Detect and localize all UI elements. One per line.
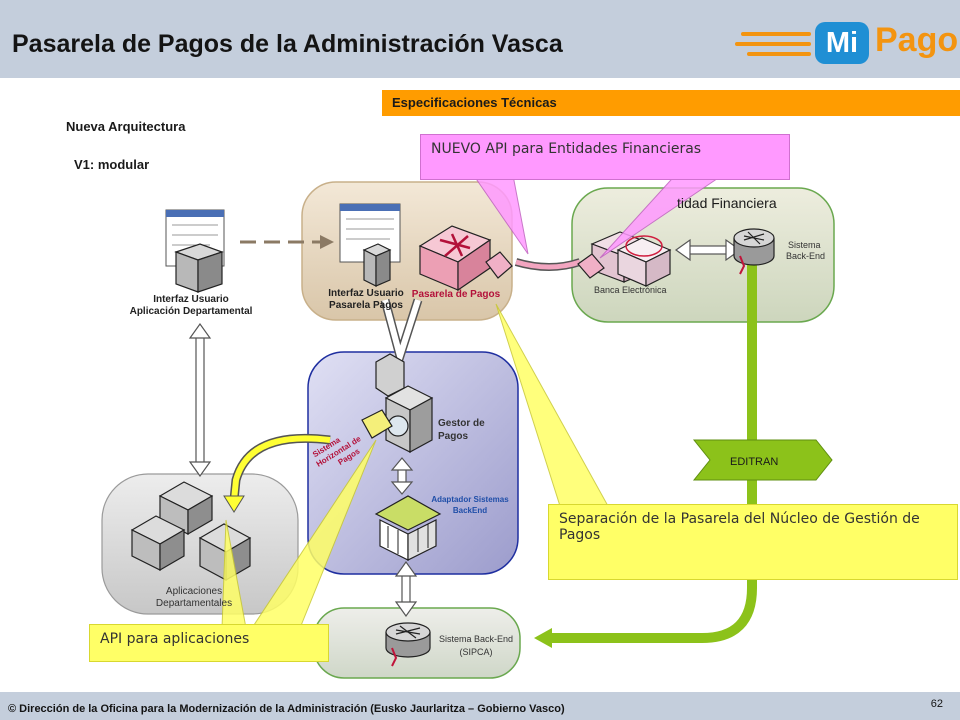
architecture-diagram: EDITRAN xyxy=(101,169,835,679)
bank-plug-icon xyxy=(577,253,605,279)
spec-bar-label: Especificaciones Técnicas xyxy=(392,95,557,110)
sipca-label-2: (SIPCA) xyxy=(459,647,492,657)
editran-arrow xyxy=(548,265,757,643)
adaptador-label-2: BackEnd xyxy=(453,506,487,515)
logo-pago: Pago xyxy=(875,21,959,59)
bank-server-icon xyxy=(590,231,672,287)
footer-bar: © Dirección de la Oficina para la Modern… xyxy=(0,692,960,720)
router-icon xyxy=(733,228,775,275)
gestor-pagos-icon xyxy=(361,353,434,454)
server-icon xyxy=(362,243,392,287)
server-icon xyxy=(174,243,224,293)
interfaz-pasarela-label-2: Pasarela Pagos xyxy=(329,300,403,311)
yellow-api-arrow-fill xyxy=(231,435,331,501)
interfaz-dept-label-2: Aplicación Departamental xyxy=(130,306,253,317)
cube-icon xyxy=(158,481,214,536)
backend-label-line2: Back-End xyxy=(786,251,825,261)
callout-api-aplicaciones: API para aplicaciones xyxy=(89,624,329,662)
callout-api-financieras: NUEVO API para Entidades Financieras xyxy=(420,134,790,180)
banca-electronica-label: Banca Electrónica xyxy=(594,285,667,295)
arrow-head-icon xyxy=(223,495,245,513)
backend-label-line1: Sistema xyxy=(788,240,821,250)
arrow-head-icon xyxy=(534,628,552,648)
footer-copyright: © Dirección de la Oficina para la Modern… xyxy=(8,703,565,715)
v-connector-inner xyxy=(382,299,421,367)
pasarela-pagos-label: Pasarela de Pagos xyxy=(412,289,501,300)
adaptador-label-1: Adaptador Sistemas xyxy=(431,495,509,504)
adaptador-icon xyxy=(374,495,442,561)
logo-speed-line xyxy=(747,52,811,56)
double-arrow-gestor-adaptador xyxy=(390,457,414,495)
mipago-logo: Mi Pago xyxy=(735,18,958,70)
gestor-label-2: Pagos xyxy=(438,431,468,442)
pasarela-plug-icon xyxy=(485,251,513,279)
double-arrow-interfaz xyxy=(188,322,212,478)
interfaz-pasarela-label-1: Interfaz Usuario xyxy=(328,288,404,299)
dashed-arrow xyxy=(240,235,334,249)
interfaz-dept-label-1: Interfaz Usuario xyxy=(153,294,229,305)
heading-version: V1: modular xyxy=(74,157,150,172)
double-arrow-banca-backend xyxy=(674,238,742,262)
cube-icon xyxy=(130,515,186,572)
page-number: 62 xyxy=(930,698,943,710)
gestor-label-1: Gestor de xyxy=(438,418,485,429)
pink-connector-fill xyxy=(515,259,581,270)
logo-speed-line xyxy=(741,32,811,36)
editran-banner xyxy=(692,439,833,481)
logo-speed-line xyxy=(735,42,811,46)
double-arrow-adaptador-sipca xyxy=(394,560,418,618)
switch-icon xyxy=(418,225,492,292)
logo-mi: Mi xyxy=(815,22,869,64)
callout-separacion: Separación de la Pasarela del Núcleo de … xyxy=(548,504,958,580)
entidad-financiera-label: tidad Financiera xyxy=(677,195,777,211)
spec-bar: Especificaciones Técnicas xyxy=(382,90,960,116)
sipca-label-1: Sistema Back-End xyxy=(439,634,513,644)
page-title: Pasarela de Pagos de la Administración V… xyxy=(12,30,563,58)
header-bar: Pasarela de Pagos de la Administración V… xyxy=(0,0,960,78)
editran-label: EDITRAN xyxy=(730,456,778,468)
aplicaciones-label-1: Aplicaciones xyxy=(166,586,222,597)
aplicaciones-label-2: Departamentales xyxy=(156,598,232,609)
heading-arquitectura: Nueva Arquitectura xyxy=(66,119,186,134)
router-icon xyxy=(385,622,431,667)
